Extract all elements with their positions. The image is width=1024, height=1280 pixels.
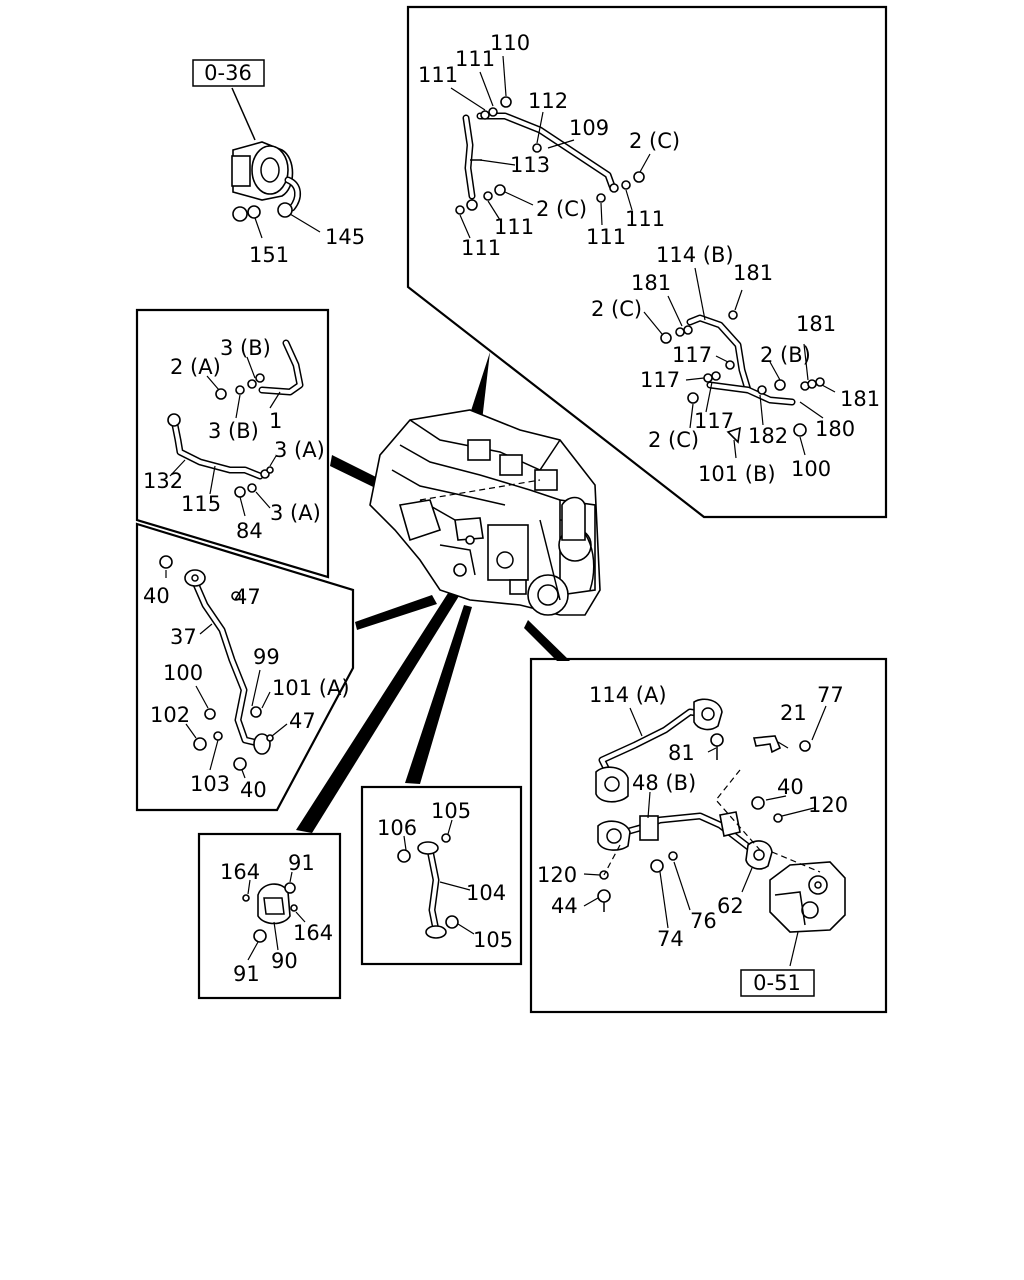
- callout-2c-right: 2 (C): [591, 297, 642, 321]
- callout-91-b: 91: [233, 962, 260, 986]
- detail-box-bottom-right: [529, 657, 888, 1014]
- left-lower-parts: [159, 555, 288, 779]
- ref-box-051: [740, 969, 815, 997]
- callout-117-b: 117: [640, 368, 680, 392]
- callout-90: 90: [271, 949, 298, 973]
- pointer-wedge-bottom-right: [524, 620, 570, 661]
- callout-111-a: 111: [455, 47, 495, 71]
- callout-100-right: 100: [791, 457, 831, 481]
- callout-2c-top: 2 (C): [629, 129, 680, 153]
- callout-81: 81: [668, 741, 695, 765]
- callout-109: 109: [569, 116, 609, 140]
- callout-103: 103: [190, 772, 230, 796]
- callout-117-a: 117: [672, 343, 712, 367]
- callout-114a: 114 (A): [589, 683, 667, 707]
- callout-2a: 2 (A): [170, 355, 221, 379]
- callout-105-a: 105: [431, 799, 471, 823]
- callout-99: 99: [253, 645, 280, 669]
- bottom-left-parts: [242, 871, 306, 961]
- callout-106: 106: [377, 816, 417, 840]
- ref-051: 0-51: [753, 971, 801, 995]
- callout-3a-a: 3 (A): [274, 438, 325, 462]
- callout-3b-b: 3 (B): [208, 419, 259, 443]
- callout-151: 151: [249, 243, 289, 267]
- detail-box-left-lower: [135, 522, 355, 812]
- callout-76: 76: [690, 909, 717, 933]
- callout-84: 84: [236, 519, 263, 543]
- callout-181-a: 181: [733, 261, 773, 285]
- callout-164-a: 164: [220, 860, 260, 884]
- detail-box-bottom-left: [197, 832, 342, 1000]
- callout-101a: 101 (A): [272, 676, 350, 700]
- callout-111-d: 111: [494, 215, 534, 239]
- callout-111-f: 111: [461, 236, 501, 260]
- callout-111-e: 111: [586, 225, 626, 249]
- detail-box-upper-right: [406, 5, 888, 519]
- bottom-middle-parts: [397, 819, 475, 939]
- callout-74: 74: [657, 927, 684, 951]
- callout-120-a: 120: [808, 793, 848, 817]
- callout-120-b: 120: [537, 863, 577, 887]
- callout-2c-mid: 2 (C): [536, 197, 587, 221]
- callout-104: 104: [466, 881, 506, 905]
- callout-112: 112: [528, 89, 568, 113]
- callout-111-c: 111: [625, 207, 665, 231]
- pointer-wedge-left-lower: [355, 595, 437, 630]
- pointer-wedge-upper-right: [468, 352, 490, 421]
- pointer-line-036: [231, 87, 256, 141]
- callout-48b: 48 (B): [632, 771, 696, 795]
- callout-100: 100: [163, 661, 203, 685]
- pointer-wedge-bottom-left: [296, 590, 459, 833]
- callout-182: 182: [748, 424, 788, 448]
- callout-2b-right: 2 (B): [760, 343, 811, 367]
- callout-3a-b: 3 (A): [270, 501, 321, 525]
- callout-111-b: 111: [418, 63, 458, 87]
- callout-180: 180: [815, 417, 855, 441]
- callout-40-a: 40: [143, 584, 170, 608]
- callout-181-c: 181: [796, 312, 836, 336]
- callout-102: 102: [150, 703, 190, 727]
- pointer-wedge-bottom-middle: [405, 605, 472, 784]
- callout-115: 115: [181, 492, 221, 516]
- callout-132: 132: [143, 469, 183, 493]
- callout-145: 145: [325, 225, 365, 249]
- callout-40-c: 40: [777, 775, 804, 799]
- callout-47-a: 47: [234, 585, 261, 609]
- detail-box-left-upper: [135, 308, 330, 579]
- callout-110: 110: [490, 31, 530, 55]
- callout-3b-a: 3 (B): [220, 336, 271, 360]
- callout-117-c: 117: [694, 409, 734, 433]
- ref-036: 0-36: [204, 61, 252, 85]
- callout-164-b: 164: [293, 921, 333, 945]
- turbocharger-assembly: 0-36: [192, 59, 321, 239]
- callout-62: 62: [717, 894, 744, 918]
- callout-91-a: 91: [288, 851, 315, 875]
- left-upper-parts: [167, 339, 304, 517]
- callout-113: 113: [510, 153, 550, 177]
- callout-101b: 101 (B): [698, 462, 776, 486]
- ref-box-036: [192, 59, 265, 87]
- callout-181-b: 181: [631, 271, 671, 295]
- callout-47-b: 47: [289, 709, 316, 733]
- callout-1: 1: [269, 409, 282, 433]
- callout-44: 44: [551, 894, 578, 918]
- callout-2c-low: 2 (C): [648, 428, 699, 452]
- callout-37: 37: [170, 625, 197, 649]
- callout-40-b: 40: [240, 778, 267, 802]
- bottom-right-parts: 0-51: [583, 698, 846, 997]
- callout-77: 77: [817, 683, 844, 707]
- callout-114b: 114 (B): [656, 243, 734, 267]
- detail-box-bottom-middle: [360, 785, 523, 966]
- callout-181-d: 181: [840, 387, 880, 411]
- detail-boxes: [135, 5, 888, 1014]
- pointer-wedges: [231, 87, 570, 833]
- engine-illustration: [369, 409, 601, 616]
- callout-105-b: 105: [473, 928, 513, 952]
- upper-right-parts: [450, 55, 836, 459]
- callout-21: 21: [780, 701, 807, 725]
